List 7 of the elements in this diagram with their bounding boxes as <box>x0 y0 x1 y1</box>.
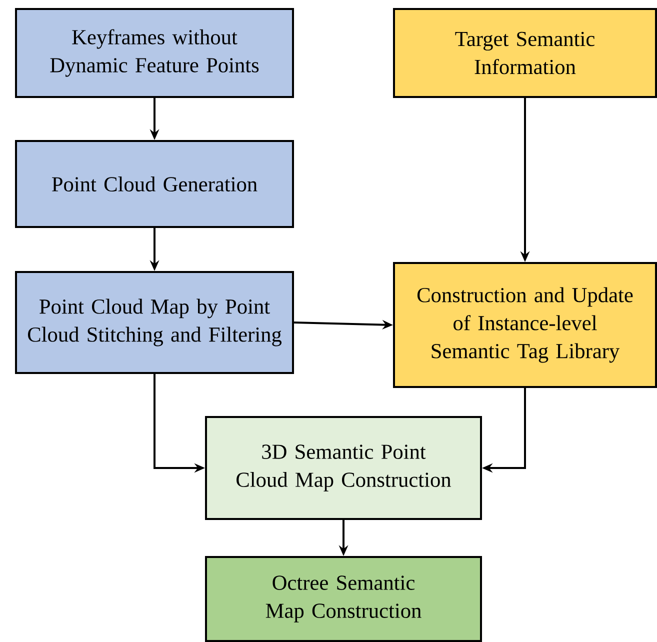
output-box: Octree Semantic Map Construction <box>205 556 482 642</box>
input-box: Target Semantic Information <box>393 8 657 98</box>
process-box: Point Cloud Map by Point Cloud Stitching and Filtering <box>15 271 294 374</box>
process-box: Point Cloud Generation <box>15 140 294 228</box>
process-box: Keyframes without Dynamic Feature Points <box>15 8 294 98</box>
process-box: Construction and Update of Instance-level Semantic Tag Library <box>393 262 657 388</box>
process-box: 3D Semantic Point Cloud Map Construction <box>205 416 482 520</box>
